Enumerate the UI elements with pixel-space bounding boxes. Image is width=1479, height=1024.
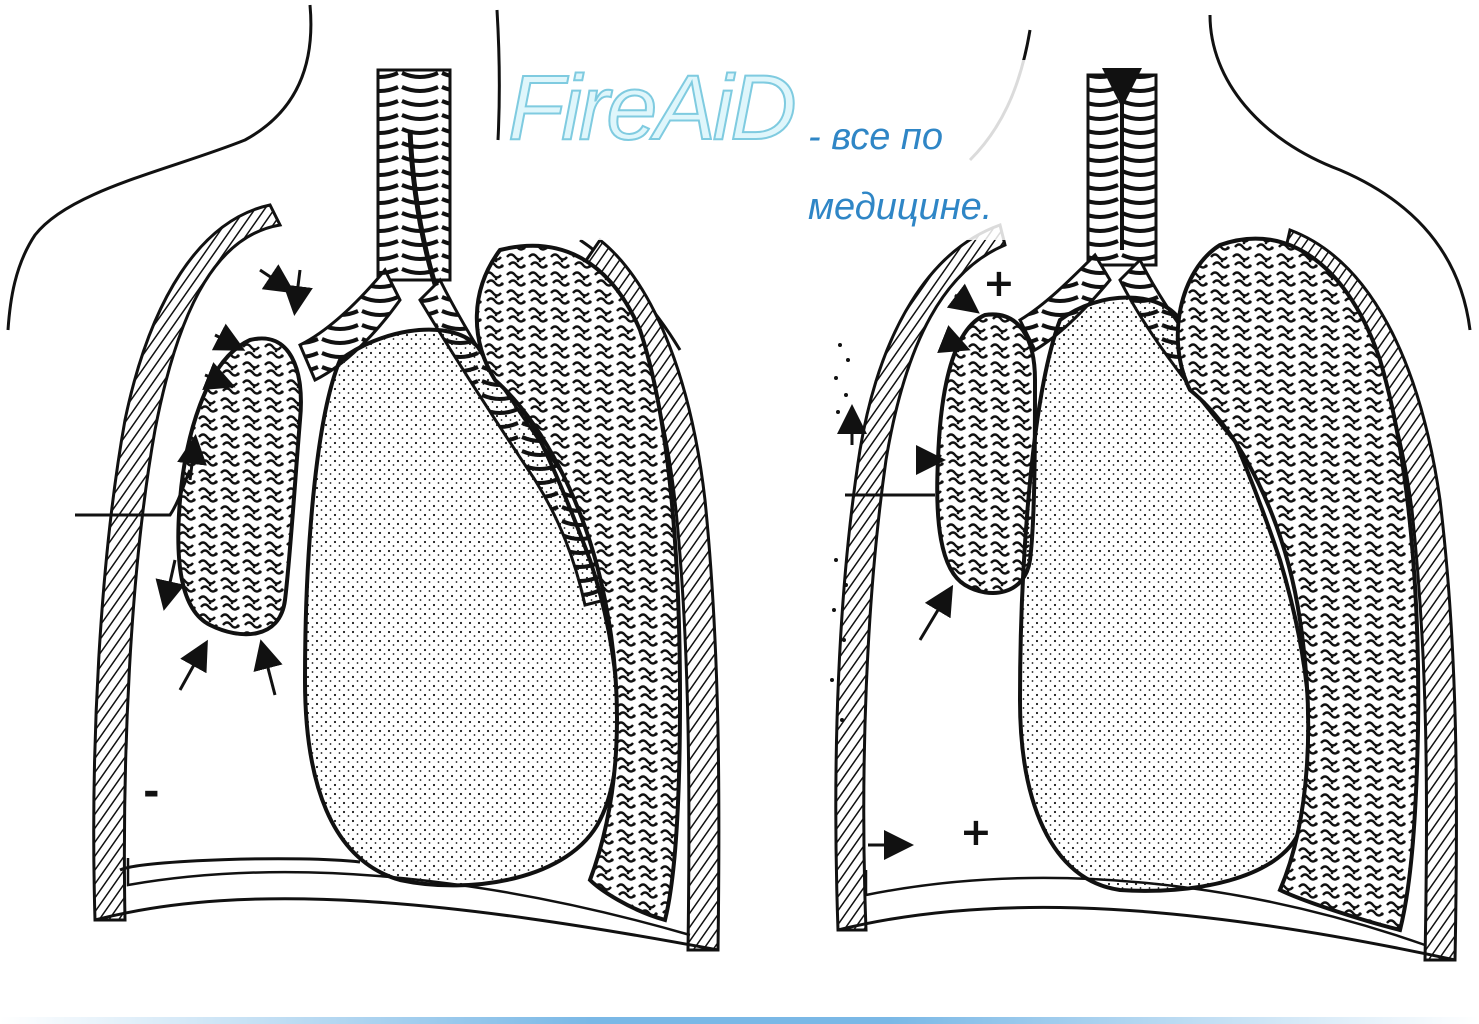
watermark-tagline-line2: медицине. xyxy=(808,188,992,226)
right-pressure-mark-bottom: + xyxy=(960,810,992,854)
watermark-logo: FireAiD xyxy=(508,62,794,154)
right-collapsed-lung xyxy=(937,314,1035,593)
right-pressure-mark-top: + xyxy=(983,261,1015,305)
bottom-accent-bar xyxy=(0,1017,1479,1024)
left-collapsed-lung xyxy=(178,338,301,634)
left-diaphragm xyxy=(95,899,718,950)
left-neck-outline xyxy=(8,5,311,330)
watermark-tagline-line1: - все по xyxy=(808,118,943,156)
left-pleural-line xyxy=(120,859,360,870)
left-neck-outline-right xyxy=(497,10,499,140)
left-pressure-mark: - xyxy=(143,769,160,815)
